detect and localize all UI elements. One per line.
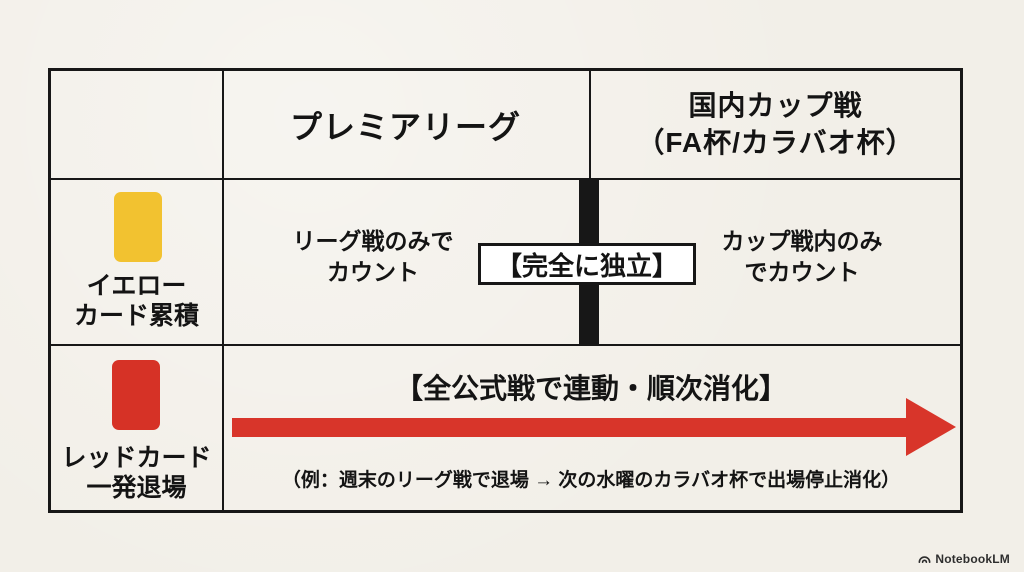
yellow-cup-line1: カップ戦内のみ xyxy=(721,227,883,254)
yellow-row-label-line2: カード累積 xyxy=(73,302,199,330)
header-premier-league: プレミアリーグ xyxy=(289,108,521,145)
header-domestic-cup-line2: （FA杯/カラバオ杯） xyxy=(636,126,915,158)
red-row-label-line1: レッドカード xyxy=(61,444,212,472)
yellow-cup-cell: カップ戦内のみ でカウント xyxy=(688,226,916,288)
yellow-row-label-line1: イエロー xyxy=(86,272,187,300)
watermark-label: NotebookLM xyxy=(935,552,1010,566)
row-divider-middle xyxy=(51,344,960,346)
yellow-row-label: イエロー カード累積 xyxy=(51,271,222,331)
column-divider-header xyxy=(589,71,591,178)
red-row-heading: 【全公式戦で連動・順次消化】 xyxy=(394,373,787,404)
yellow-league-line1: リーグ戦のみで xyxy=(292,227,454,254)
yellow-cup-line2: でカウント xyxy=(744,259,860,285)
red-row-label: レッドカード 一発退場 xyxy=(51,443,222,503)
row-divider-header xyxy=(51,178,960,180)
header-domestic-cup-line1: 国内カップ戦 xyxy=(688,90,863,122)
red-row-example: （例：週末のリーグ戦で退場 → 次の水曜のカラバオ杯で出場停止消化） xyxy=(281,469,901,491)
red-arrow-shaft xyxy=(232,418,908,437)
yellow-card-icon xyxy=(114,192,162,262)
notebooklm-logo-icon xyxy=(918,553,931,566)
watermark: NotebookLM xyxy=(918,552,1010,566)
red-arrow-head-icon xyxy=(906,398,956,456)
red-card-icon xyxy=(112,360,160,430)
column-divider-label xyxy=(222,71,224,510)
yellow-league-cell: リーグ戦のみで カウント xyxy=(222,226,524,288)
red-row-label-line2: 一発退場 xyxy=(86,474,187,502)
yellow-league-line2: カウント xyxy=(327,259,419,285)
comparison-table: プレミアリーグ 国内カップ戦 （FA杯/カラバオ杯） イエロー カード累積 リー… xyxy=(48,68,963,513)
header-domestic-cup: 国内カップ戦 （FA杯/カラバオ杯） xyxy=(591,71,960,178)
independent-callout-box: 【完全に独立】 xyxy=(478,243,696,285)
